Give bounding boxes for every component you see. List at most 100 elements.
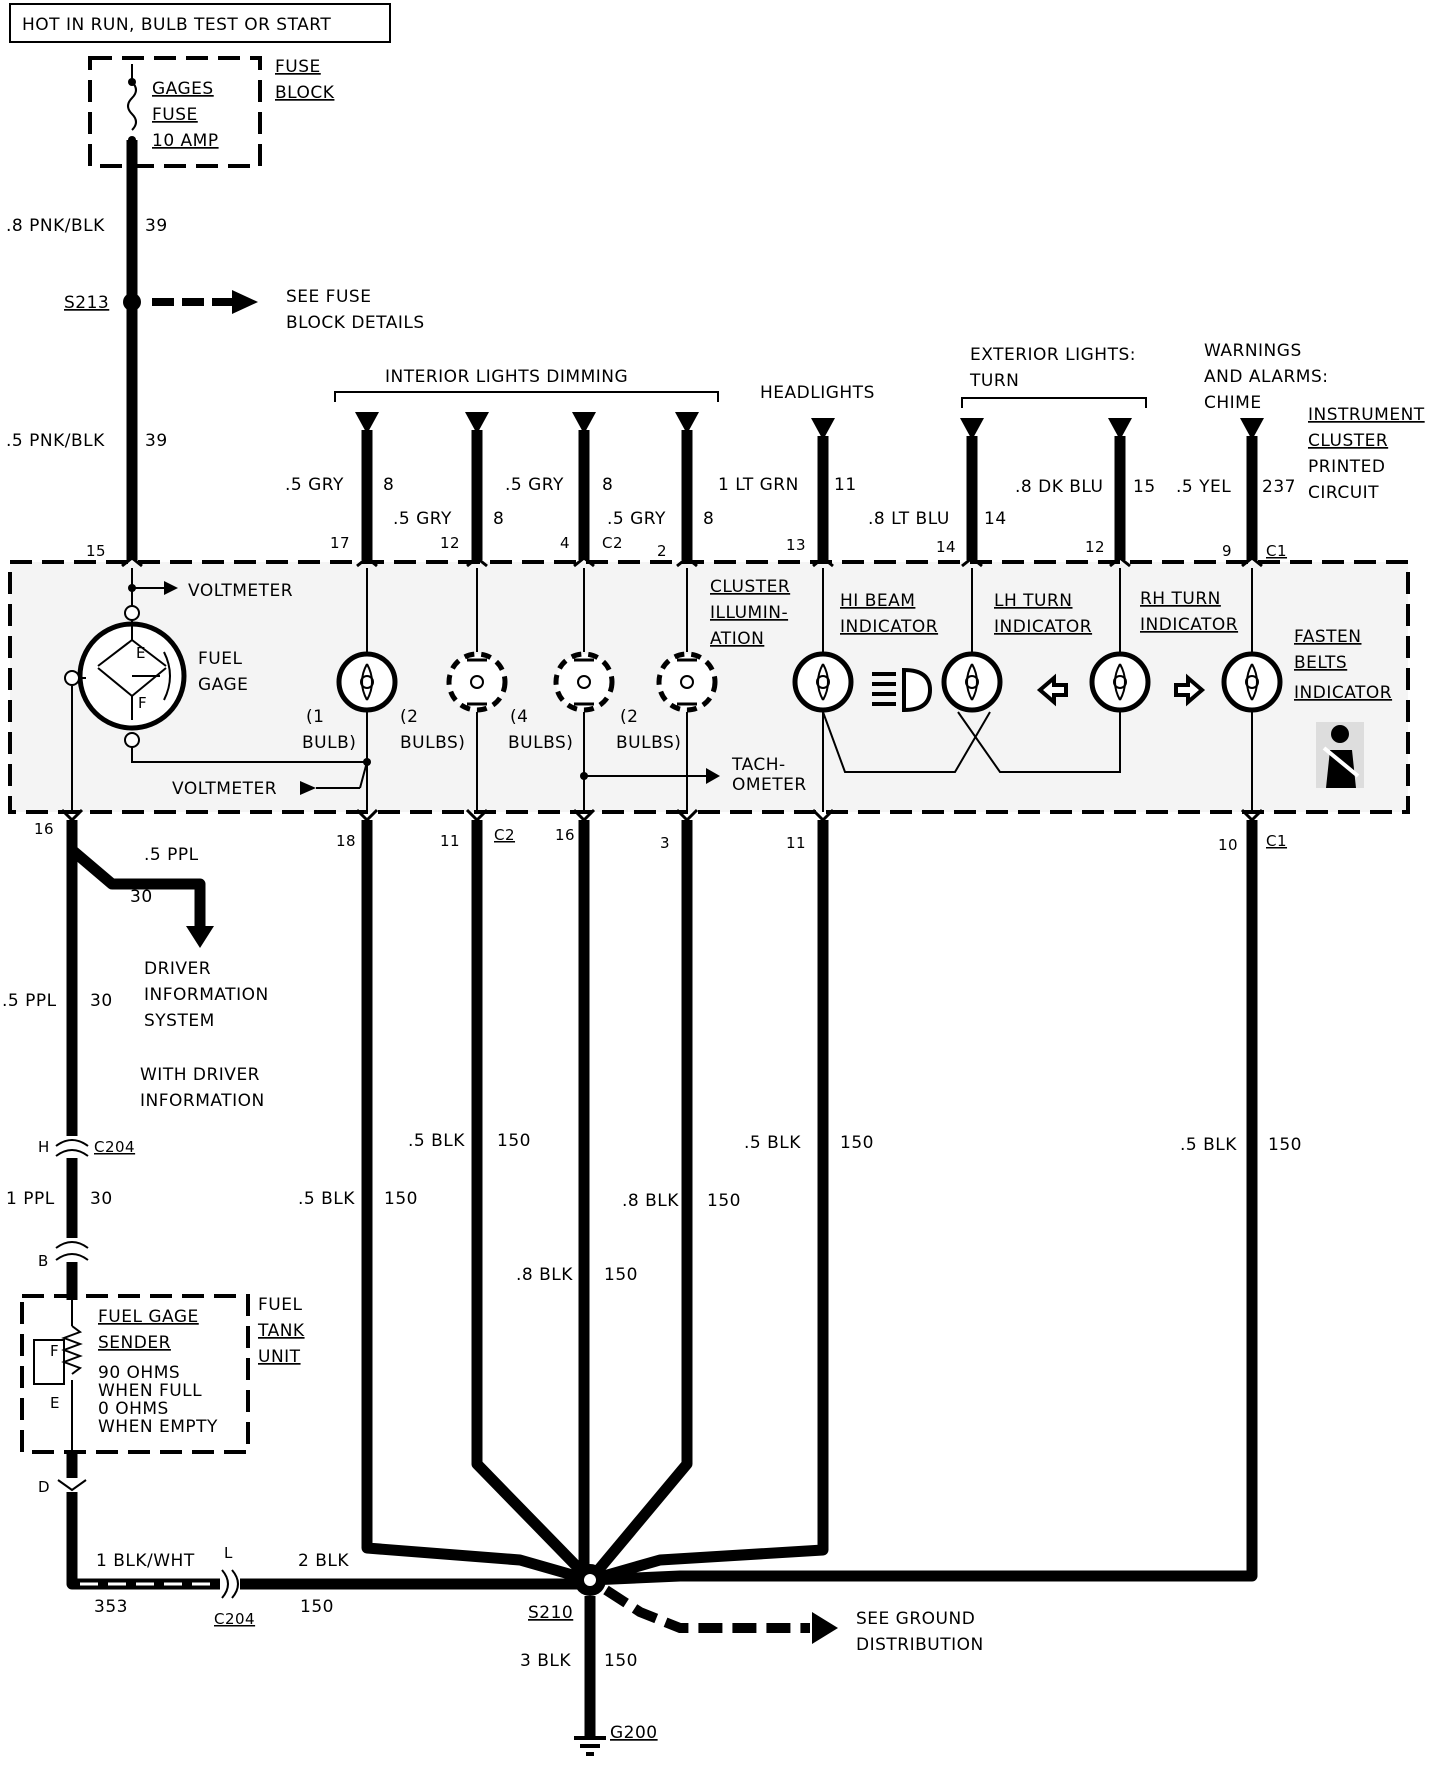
branch-wire-circuit: 30 — [130, 887, 153, 907]
see-ground-text-2: DISTRIBUTION — [856, 1635, 984, 1655]
fuse-element-icon — [127, 81, 137, 131]
ppl-wire-circuit: 30 — [90, 991, 113, 1011]
lh-turn-label: LH TURN — [994, 591, 1073, 611]
blkwht-circuit: 353 — [94, 1597, 128, 1617]
fuel-gage-coil-top — [97, 620, 167, 667]
blk2-gauge: 2 BLK — [298, 1551, 349, 1571]
feed-wire-1-circuit: 39 — [145, 216, 168, 236]
ppl1-wire-gauge: 1 PPL — [6, 1189, 55, 1209]
splice-s213-dot — [123, 293, 141, 311]
sender-label-2: SENDER — [98, 1333, 171, 1353]
blk3-circuit: 150 — [604, 1651, 638, 1671]
ext-lights-turn-label: TURN — [969, 371, 1019, 391]
top-pin-4: 4 — [560, 534, 570, 552]
c204-b-bottom — [55, 1253, 89, 1261]
bottom-pin-10: 10 — [1218, 836, 1238, 854]
top-wire-1-gauge: .5 GRY — [285, 475, 344, 495]
warnings-label-2: AND ALARMS: — [1204, 367, 1328, 387]
gages-fuse-rating: 10 AMP — [152, 131, 219, 151]
ext-lights-label: EXTERIOR LIGHTS: — [970, 345, 1136, 365]
cluster-illum-label-3: ATION — [710, 629, 764, 649]
ground-wire-5-gauge: .5 BLK — [744, 1133, 801, 1153]
fasten-belts-bulb-icon — [1221, 651, 1283, 713]
voltmeter-bottom-label: VOLTMETER — [172, 779, 277, 799]
sender-f: F — [50, 1342, 59, 1360]
ground-wire-3b-circuit: 150 — [604, 1265, 638, 1285]
ground-wire-6-circuit: 150 — [1268, 1135, 1302, 1155]
fuel-tank-unit-label-2: TANK — [257, 1321, 305, 1341]
fuse-block-box — [88, 56, 262, 168]
dis-label: DRIVER — [144, 959, 211, 979]
see-fuse-text: SEE FUSE — [286, 287, 371, 307]
splice-s210: S210 — [528, 1603, 573, 1623]
voltmeter-top-label: VOLTMETER — [188, 581, 293, 601]
sender-when-full: WHEN FULL — [98, 1381, 202, 1401]
top-wire-1 — [355, 412, 379, 560]
feed-wire-2-gauge: .5 PNK/BLK — [6, 431, 105, 451]
blkwht-gauge: 1 BLK/WHT — [96, 1551, 195, 1571]
fuel-tank-unit-label-3: UNIT — [258, 1347, 301, 1367]
bulb-1-count: (1 — [306, 707, 324, 727]
ground-wire-1-circuit: 150 — [384, 1189, 418, 1209]
ground-wire-2-circuit: 150 — [497, 1131, 531, 1151]
hi-beam-bulb-icon — [792, 651, 854, 713]
dis-label-2: INFORMATION — [144, 985, 269, 1005]
see-ground-text: SEE GROUND — [856, 1609, 975, 1629]
top-wire-4-circuit: 8 — [703, 509, 714, 529]
top-pin-12: 12 — [440, 534, 460, 552]
top-wire-8 — [1240, 418, 1264, 560]
cluster-illum-label: CLUSTER — [710, 577, 790, 597]
power-header: HOT IN RUN, BULB TEST OR START — [22, 15, 331, 35]
ground-wire-5-circuit: 150 — [840, 1133, 874, 1153]
ground-icon — [574, 1736, 606, 1756]
bulb-3-count-2: BULBS) — [508, 733, 573, 753]
fuel-gage-label: FUEL — [198, 649, 242, 669]
gages-fuse-label-2: FUSE — [152, 105, 198, 125]
fasten-belts-label-2: BELTS — [1294, 653, 1347, 673]
ipc-label: INSTRUMENT — [1308, 405, 1425, 425]
ppl1-wire-circuit: 30 — [90, 1189, 113, 1209]
top-wire-3-circuit: 8 — [602, 475, 613, 495]
power-header-box — [9, 3, 391, 43]
bottom-pin-18: 18 — [336, 832, 356, 850]
top-wire-7-circuit: 15 — [1133, 477, 1156, 497]
bottom-pin-16b: 16 — [555, 826, 575, 844]
ground-wire-pin18 — [361, 820, 592, 1586]
top-pin-13: 13 — [786, 536, 806, 554]
fuse-block-title: FUSE — [275, 57, 321, 77]
top-pin-9: 9 — [1222, 542, 1232, 560]
ppl-wire-gauge: .5 PPL — [2, 991, 57, 1011]
left-turn-arrow-icon — [1036, 673, 1068, 707]
top-pin-14: 14 — [936, 538, 956, 556]
tach-label-2: OMETER — [732, 775, 807, 795]
c204-h-bottom — [55, 1149, 89, 1157]
right-turn-arrow-icon — [1174, 673, 1206, 707]
ground-wire-pin11b — [588, 820, 829, 1586]
with-dis-label: WITH DRIVER — [140, 1065, 260, 1085]
pin-15: 15 — [86, 542, 106, 560]
bottom-pin-11: 11 — [440, 832, 460, 850]
dis-arrow-icon — [186, 926, 214, 948]
rh-turn-bulb-icon — [1089, 651, 1151, 713]
see-fuse-arrow-icon — [232, 290, 258, 314]
c204-l-icon — [221, 1569, 239, 1599]
voltmeter-bottom-diag — [359, 761, 368, 789]
sender-when-empty: WHEN EMPTY — [98, 1417, 218, 1437]
top-wire-7-gauge: .8 DK BLU — [1015, 477, 1104, 497]
blk2-circuit: 150 — [300, 1597, 334, 1617]
interior-bracket — [334, 391, 719, 402]
fuel-tank-unit-label: FUEL — [258, 1295, 302, 1315]
dis-branch-wire — [66, 820, 206, 930]
ground-g200: G200 — [610, 1723, 658, 1743]
bottom-pin-16: 16 — [34, 820, 54, 838]
top-wire-5-gauge: 1 LT GRN — [718, 475, 799, 495]
see-fuse-text-2: BLOCK DETAILS — [286, 313, 425, 333]
top-pin-12b: 12 — [1085, 538, 1105, 556]
gage-terminal-bottom — [124, 732, 140, 748]
fuel-gage-coil-bottom — [97, 667, 167, 720]
sender-resistor-icon — [61, 1325, 83, 1375]
bulb-2-count: (2 — [400, 707, 418, 727]
bulb-2-icon — [446, 651, 508, 713]
bulb-4-count-2: BULBS) — [616, 733, 681, 753]
